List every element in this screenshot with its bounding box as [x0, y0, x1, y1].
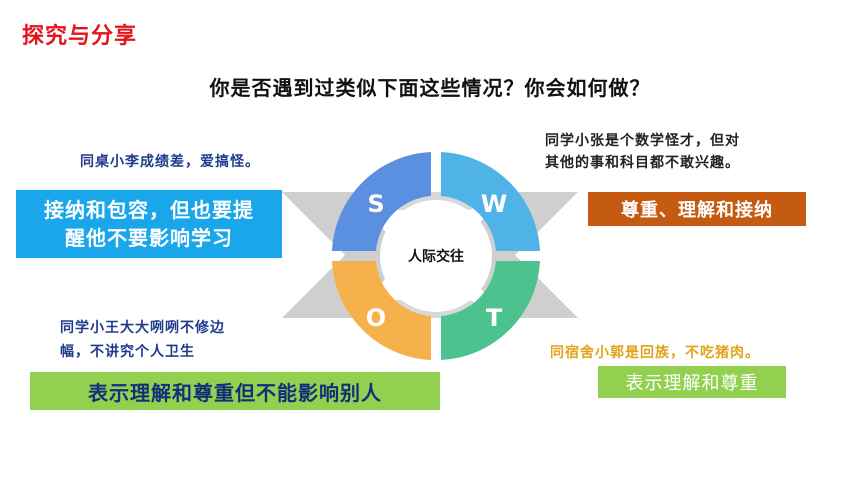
situation-line: 同学小张是个数学怪才，但对 — [545, 133, 740, 149]
quadrant-t — [441, 261, 540, 360]
letter-t: T — [486, 304, 503, 332]
case-top-right-response: 尊重、理解和接纳 — [588, 192, 806, 226]
case-bottom-left-situation: 同学小王大大咧咧不修边 幅，不讲究个人卫生 — [60, 316, 340, 364]
question-heading: 你是否遇到过类似下面这些情况？你会如何做？ — [209, 76, 651, 100]
letter-o: O — [366, 304, 386, 332]
situation-line: 幅，不讲究个人卫生 — [60, 344, 195, 360]
center-circle — [380, 200, 492, 312]
quadrant-w — [441, 152, 540, 251]
page-title: 探究与分享 — [22, 24, 138, 49]
case-bottom-right-response: 表示理解和尊重 — [598, 366, 786, 398]
quadrant-s — [332, 152, 431, 251]
case-top-right-situation: 同学小张是个数学怪才，但对 其他的事和科目都不敢兴趣。 — [545, 130, 835, 174]
response-line: 醒他不要影响学习 — [65, 226, 233, 250]
letter-s: S — [367, 190, 384, 218]
situation-line: 其他的事和科目都不敢兴趣。 — [545, 155, 740, 171]
letter-w: W — [481, 190, 507, 218]
situation-line: 同学小王大大咧咧不修边 — [60, 320, 225, 336]
case-bottom-right-situation: 同宿舍小郭是回族，不吃猪肉。 — [550, 345, 760, 361]
case-top-left-situation: 同桌小李成绩差，爱搞怪。 — [80, 154, 260, 170]
case-bottom-left-response: 表示理解和尊重但不能影响别人 — [30, 372, 440, 410]
case-top-left-response: 接纳和包容，但也要提 醒他不要影响学习 — [16, 190, 282, 258]
response-line: 接纳和包容，但也要提 — [44, 198, 254, 222]
center-label: 人际交往 — [408, 248, 464, 265]
quadrant-o — [332, 261, 431, 360]
